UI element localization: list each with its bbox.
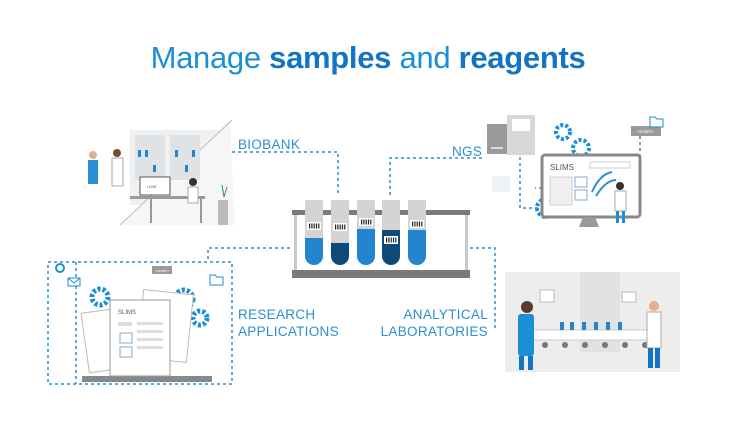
- research-dashed-frame: [47, 261, 233, 385]
- connector-biobank: [232, 151, 339, 195]
- label-analytical-line2: LABORATORIES: [380, 324, 488, 339]
- barcode-bar: [367, 219, 370, 225]
- sequence-grid: [492, 176, 510, 192]
- tube-liquid-3: [357, 229, 375, 265]
- mail-icon: [67, 277, 81, 287]
- person-scientist-left: [88, 160, 98, 184]
- barcode-bar: [315, 223, 318, 229]
- biobank-illustration: LIMS: [88, 119, 235, 226]
- barcode-bar: [395, 237, 397, 243]
- tube-liquid-5: [408, 230, 426, 265]
- barcode-bar: [337, 224, 339, 230]
- barcode-bar: [311, 223, 313, 229]
- svg-text:<node/>: <node/>: [155, 268, 170, 273]
- title-bold-samples: samples: [269, 40, 392, 75]
- label-analytical-line1: ANALYTICAL: [403, 307, 488, 322]
- tube-liquid-1: [305, 238, 323, 265]
- label-analytical-laboratories: ANALYTICAL LABORATORIES: [380, 306, 488, 340]
- research-slims-text: SLIMS: [118, 310, 136, 316]
- barcode-bar: [335, 224, 337, 230]
- dna-icon: [591, 171, 617, 197]
- connector-ngs: [389, 157, 482, 195]
- barcode-bar: [421, 221, 423, 227]
- ngs-monitor-slims-text: SLIMS: [550, 163, 574, 172]
- connector-analytical: [470, 247, 496, 330]
- title-prefix: Manage: [150, 40, 262, 75]
- barcode-bar: [388, 237, 390, 243]
- label-research-line1: RESEARCH: [238, 307, 316, 322]
- node-tag-research: [152, 266, 172, 274]
- title-middle: and: [399, 40, 451, 75]
- tube-liquid-4: [382, 230, 400, 265]
- conveyor-belt: [529, 329, 656, 341]
- folder-icon-research: [209, 274, 224, 286]
- biobank-screen: [139, 176, 171, 196]
- node-tag-text: <node/>: [637, 129, 654, 134]
- ngs-illustration: SLIMS <node/>: [487, 115, 664, 227]
- barcode-bar: [412, 221, 414, 227]
- barcode-bar: [416, 221, 418, 227]
- research-illustration: <node/> SLIMS: [55, 263, 224, 382]
- barcode-bar: [370, 219, 372, 225]
- barcode-bar: [418, 221, 421, 227]
- page-title: Manage samples and reagents: [0, 40, 736, 76]
- barcode-bar: [313, 223, 315, 229]
- tube-rack: [292, 210, 470, 278]
- analytical-lab-illustration: [505, 272, 680, 372]
- person-ngs: [614, 190, 627, 212]
- label-biobank: BIOBANK: [238, 137, 301, 152]
- label-research-applications: RESEARCH APPLICATIONS: [238, 306, 339, 340]
- connector-research: [207, 247, 290, 262]
- sequencer-machine: [487, 124, 507, 154]
- conveyor-tubes: [560, 322, 622, 330]
- laptop-base: [82, 376, 212, 382]
- title-bold-reagents: reagents: [458, 40, 586, 75]
- barcode-bar: [392, 237, 395, 243]
- barcode-bar: [365, 219, 367, 225]
- label-research-line2: APPLICATIONS: [238, 324, 339, 339]
- barcode-bar: [363, 219, 365, 225]
- barcode-bar: [339, 224, 341, 230]
- sample-tubes: [305, 200, 426, 265]
- person-lab-right: [646, 311, 662, 349]
- person-lab-left: [518, 314, 534, 356]
- barcode-bar: [414, 221, 416, 227]
- gear-icon-small: [55, 263, 65, 273]
- biobank-screen-text: LIMS: [147, 184, 157, 189]
- folder-icon: [649, 116, 664, 128]
- tube-liquid-2: [331, 243, 349, 265]
- barcode-bar: [341, 224, 344, 230]
- label-ngs: NGS: [452, 144, 483, 159]
- barcode-bar: [361, 219, 363, 225]
- barcode-bar: [309, 223, 311, 229]
- barcode-bar: [344, 224, 346, 230]
- node-tag: [631, 126, 661, 136]
- barcode-bar: [318, 223, 320, 229]
- barcode-bar: [390, 237, 392, 243]
- barcode-bar: [386, 237, 388, 243]
